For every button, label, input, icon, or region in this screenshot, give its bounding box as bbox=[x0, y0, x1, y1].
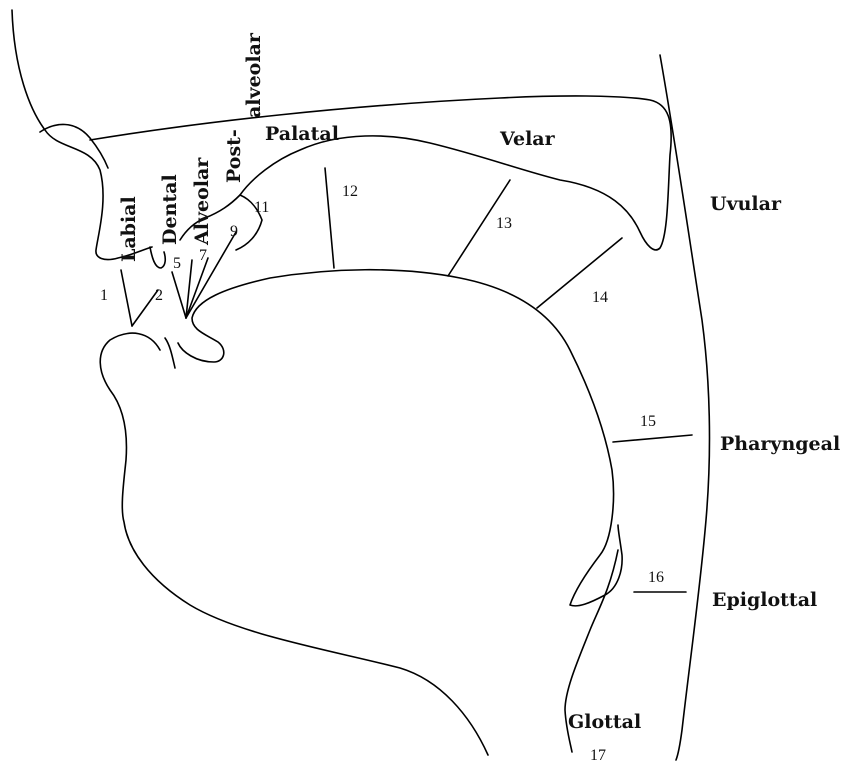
pointer-line-14 bbox=[537, 238, 622, 308]
num-9: 9 bbox=[230, 223, 238, 240]
num-2: 2 bbox=[155, 287, 163, 304]
label-epiglottal: Epiglottal bbox=[712, 589, 817, 611]
pointer-line-12 bbox=[325, 168, 334, 268]
label-alveolar-2: alveolar bbox=[243, 32, 265, 118]
label-uvular: Uvular bbox=[710, 193, 782, 215]
pointer-line-5 bbox=[172, 272, 186, 318]
label-palatal: Palatal bbox=[265, 123, 339, 145]
dental-ridge bbox=[150, 247, 165, 268]
label-post: Post- bbox=[223, 129, 245, 183]
num-7: 7 bbox=[199, 247, 207, 264]
label-dental: Dental bbox=[159, 174, 181, 245]
label-pharyngeal: Pharyngeal bbox=[720, 433, 840, 455]
label-glottal: Glottal bbox=[568, 711, 641, 733]
upper-face-line bbox=[40, 124, 108, 168]
num-12: 12 bbox=[342, 183, 358, 200]
label-labial: Labial bbox=[118, 196, 140, 262]
num-13: 13 bbox=[496, 215, 512, 232]
lower-lip-chin bbox=[100, 333, 488, 755]
num-17: 17 bbox=[590, 747, 606, 764]
num-15: 15 bbox=[640, 413, 656, 430]
pointer-line-15 bbox=[613, 435, 692, 442]
num-14: 14 bbox=[592, 289, 608, 306]
num-11: 11 bbox=[254, 199, 269, 216]
tongue-outline bbox=[178, 270, 622, 606]
num-5: 5 bbox=[173, 255, 181, 272]
num-1: 1 bbox=[100, 287, 108, 304]
pointer-line-1 bbox=[121, 270, 132, 326]
pharynx-back-wall bbox=[660, 55, 709, 760]
label-alveolar: Alveolar bbox=[191, 157, 213, 246]
label-velar: Velar bbox=[499, 128, 556, 150]
num-16: 16 bbox=[648, 569, 664, 586]
lower-teeth bbox=[165, 338, 175, 368]
